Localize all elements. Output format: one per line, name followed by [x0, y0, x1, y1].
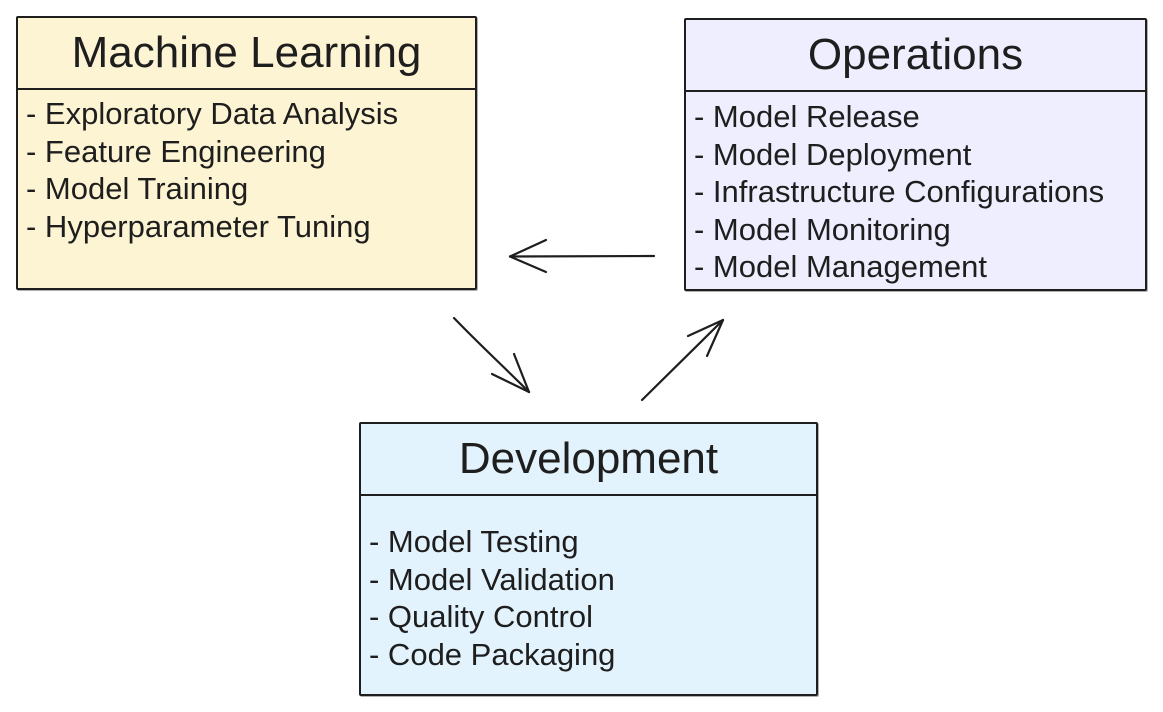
- operations-list: - Model Release - Model Deployment - Inf…: [686, 98, 1145, 286]
- machine-learning-title: Machine Learning: [18, 18, 475, 90]
- list-item: - Model Training: [26, 171, 249, 206]
- list-item: - Model Deployment: [694, 136, 972, 172]
- operations-title: Operations: [686, 20, 1145, 92]
- list-item: - Hyperparameter Tuning: [26, 208, 371, 244]
- list-item: - Model Monitoring: [694, 211, 951, 247]
- list-item: - Exploratory Data Analysis: [26, 96, 399, 131]
- list-item: - Feature Engineering: [26, 133, 326, 169]
- arrow-machine-learning-to-development: [452, 316, 531, 394]
- list-item: - Code Packaging: [369, 636, 616, 672]
- development-box: Development - Model Testing - Model Vali…: [359, 422, 818, 696]
- list-item: - Model Management: [694, 249, 987, 284]
- list-item: - Infrastructure Configurations: [694, 174, 1105, 209]
- machine-learning-list: - Exploratory Data Analysis - Feature En…: [18, 95, 475, 245]
- development-list: - Model Testing - Model Validation - Qua…: [361, 523, 816, 673]
- list-item: - Model Release: [694, 99, 920, 134]
- arrow-operations-to-machine-learning: [508, 238, 656, 274]
- list-item: - Model Testing: [369, 524, 579, 559]
- list-item: - Model Validation: [369, 561, 615, 597]
- arrow-development-to-operations: [640, 318, 725, 402]
- machine-learning-box: Machine Learning - Exploratory Data Anal…: [16, 16, 477, 290]
- list-item: - Quality Control: [369, 599, 593, 634]
- development-title: Development: [361, 424, 816, 496]
- operations-box: Operations - Model Release - Model Deplo…: [684, 18, 1147, 291]
